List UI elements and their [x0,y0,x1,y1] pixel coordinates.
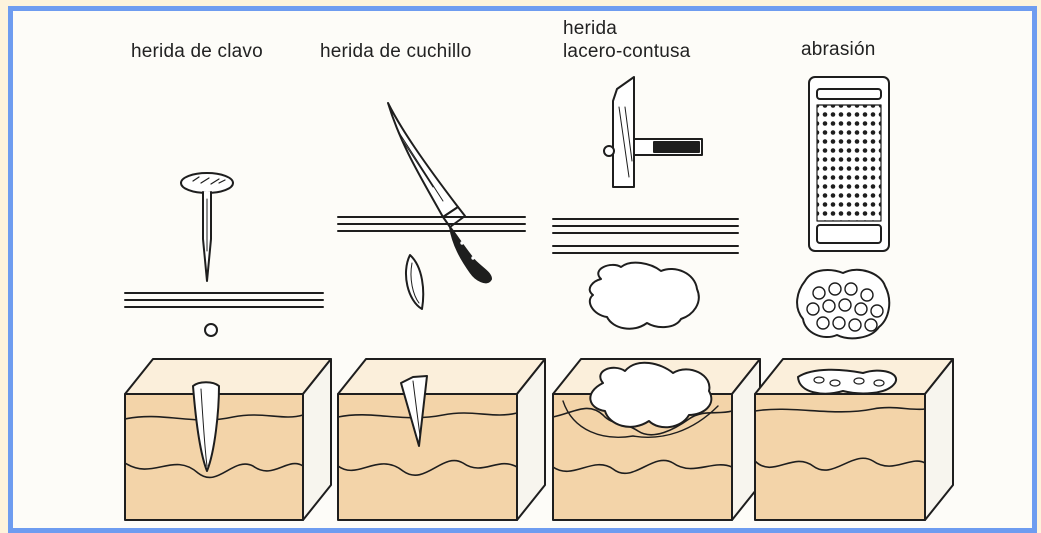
knife-icon [387,102,492,284]
skin-surface-lines-nail [124,292,324,308]
cleaver-icon [603,76,703,188]
grater-icon [808,76,890,252]
nail-icon [180,172,234,282]
skin-block-knife [337,358,546,521]
label-nail-wound: herida de clavo [131,41,263,62]
skin-block-contusion [552,358,761,521]
label-contusion-wound-line2: lacero-contusa [563,41,691,62]
label-abrasion: abrasión [801,39,876,60]
slit-wound [405,254,425,310]
irregular-wound-shape [588,261,700,330]
skin-block-abrasion [754,358,954,521]
label-contusion-wound-line1: herida [563,18,618,39]
skin-surface-lines-knife [337,216,526,232]
skin-block-nail [124,358,332,521]
label-knife-wound: herida de cuchillo [320,41,472,62]
diagram-frame: herida de clavo herida de cuchillo herid… [8,6,1037,533]
skin-surface-lines-contusion [552,218,739,254]
puncture-hole [204,323,218,337]
abrasion-spots [796,268,891,340]
wound-types-illustration [124,76,954,521]
